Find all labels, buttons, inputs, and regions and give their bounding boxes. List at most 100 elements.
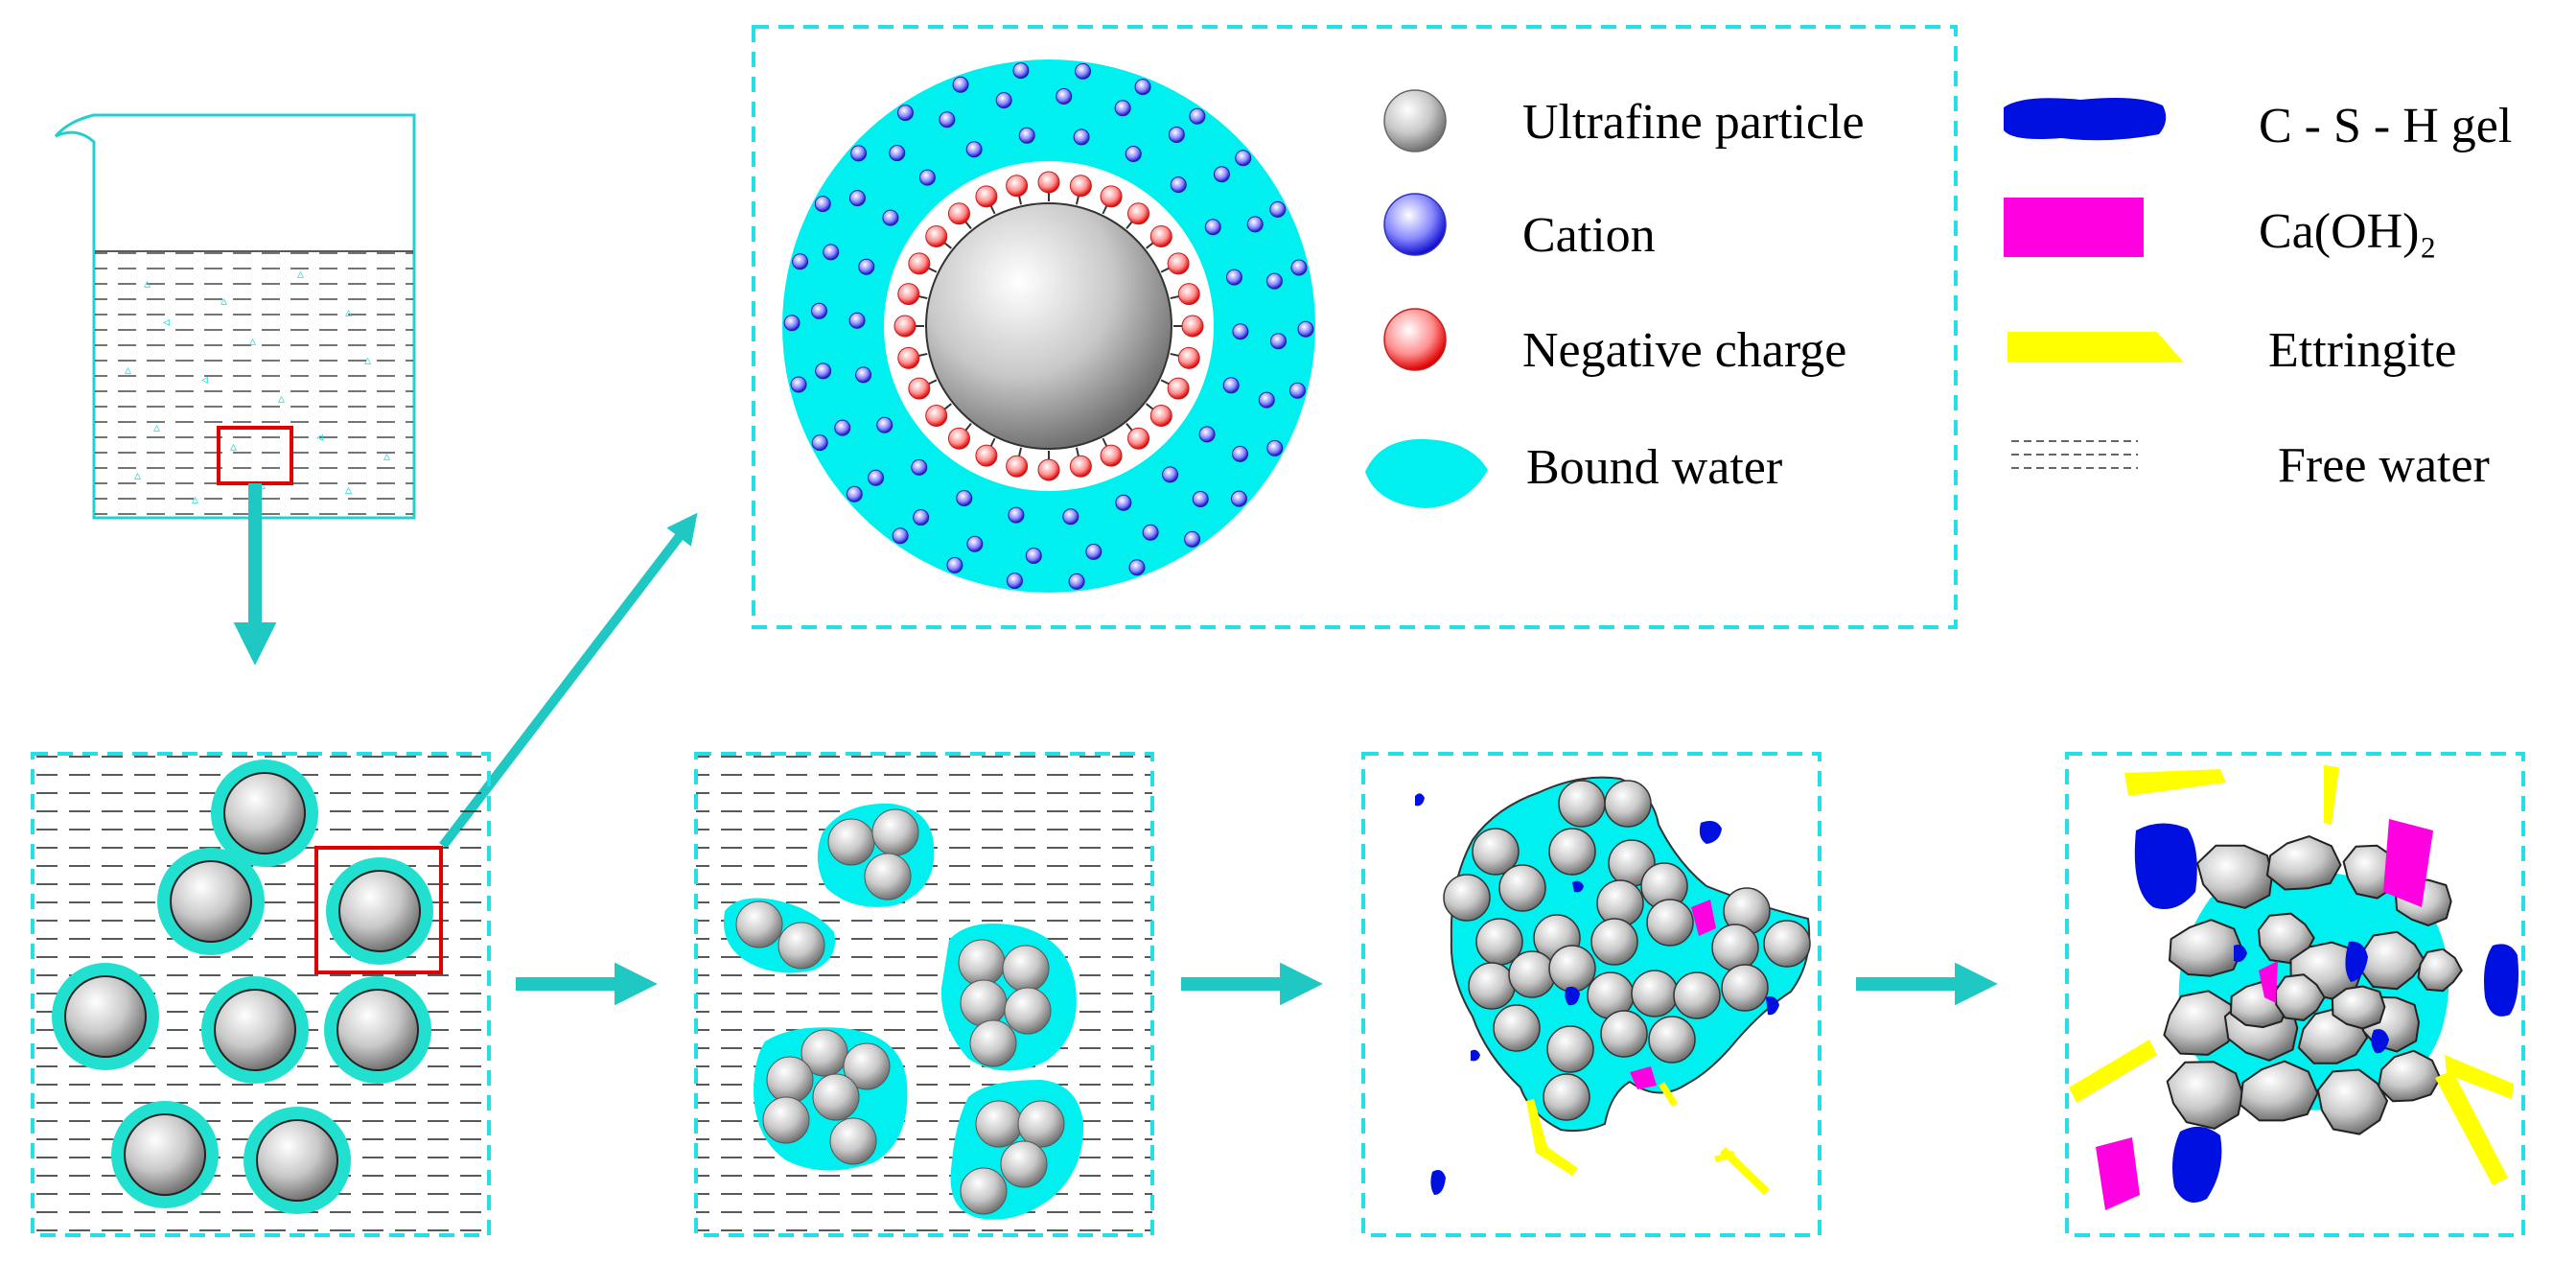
cation — [1288, 382, 1306, 399]
ultrafine-particle — [1002, 945, 1050, 993]
negative-charge — [1127, 427, 1150, 450]
ultrafine-particle — [1548, 945, 1596, 993]
cation — [858, 258, 875, 275]
negative-charge — [908, 252, 931, 275]
cation — [1162, 466, 1179, 483]
svg-text:▵: ▵ — [220, 293, 227, 309]
negative-charge — [1100, 444, 1123, 467]
cation — [1006, 573, 1023, 590]
hydrated-grain — [2163, 990, 2243, 1056]
cation — [946, 556, 963, 573]
ultrafine-particle — [812, 1073, 860, 1121]
negative-charge-ring — [893, 171, 1204, 481]
cation-layer — [783, 62, 1314, 590]
legend-cation: Cation — [1522, 208, 1656, 263]
blue-gel-icon — [2004, 98, 2167, 141]
cation — [918, 169, 936, 186]
negative-charge — [897, 346, 920, 369]
cation — [1128, 559, 1146, 576]
negative-charge — [893, 315, 917, 338]
cation — [855, 366, 872, 384]
cation — [815, 363, 832, 380]
ultrafine-particle — [1604, 780, 1652, 828]
ultrafine-particle — [1590, 918, 1638, 966]
ultrafine-particle — [1546, 1025, 1594, 1073]
hydrated-grain — [2169, 919, 2243, 977]
cation — [896, 105, 914, 122]
dashed-lines-icon — [2011, 440, 2138, 469]
stage-3-panel — [1361, 752, 1822, 1237]
negative-charge — [1177, 283, 1200, 306]
cation — [1269, 200, 1287, 218]
legend-caoh2: Ca(OH)₂ — [2259, 204, 2437, 259]
cation — [952, 76, 969, 93]
legend-right: C - S - H gel Ca(OH)₂ Ettringite Free wa… — [2004, 98, 2512, 493]
negative-charge — [1069, 455, 1092, 478]
svg-text:◃: ◃ — [316, 430, 323, 445]
beaker-free-water — [95, 251, 413, 516]
cation — [1204, 219, 1221, 236]
svg-text:▵: ▵ — [364, 353, 371, 368]
cation — [1142, 524, 1159, 541]
negative-charge — [1037, 458, 1060, 481]
svg-text:▵: ▵ — [345, 482, 352, 498]
cation — [1056, 88, 1073, 105]
svg-text:▵: ▵ — [230, 439, 237, 455]
cation — [1232, 445, 1249, 462]
ultrafine-particle — [1721, 964, 1769, 1012]
cation — [848, 312, 866, 329]
legend-free-water: Free water — [2278, 438, 2490, 493]
cation — [848, 190, 866, 207]
hydrated-grain — [2166, 1061, 2244, 1130]
ultrafine-particle — [1498, 864, 1546, 912]
negative-charge — [1037, 171, 1060, 194]
ultrafine-particle — [1631, 970, 1679, 1017]
ultrafine-particle — [1493, 1004, 1541, 1052]
ultrafine-particle — [960, 979, 1008, 1027]
cation — [846, 485, 863, 503]
negative-charge — [947, 427, 970, 450]
hydrated-grain — [2377, 1049, 2442, 1103]
ultrafine-particle — [256, 1119, 338, 1202]
blue-sphere-icon — [1383, 193, 1447, 256]
stage-2-panel — [694, 752, 1154, 1237]
ultrafine-particle — [1558, 780, 1606, 828]
cation — [1198, 426, 1216, 443]
svg-text:▵: ▵ — [144, 276, 151, 292]
negative-charge — [1069, 175, 1092, 198]
legend-ettringite: Ettringite — [2268, 323, 2456, 378]
ultrafine-particle — [1508, 950, 1556, 998]
ultrafine-particle — [829, 1117, 877, 1165]
negative-charge — [1127, 202, 1150, 225]
cation — [1068, 573, 1085, 590]
dispersed-particles — [52, 760, 433, 1214]
svg-text:▵: ▵ — [125, 363, 131, 378]
svg-text:▵: ▵ — [278, 391, 285, 407]
ultrafine-particle — [1711, 924, 1759, 971]
ultrafine-particle — [223, 772, 306, 854]
zoom-panel: Ultrafine particle Cation Negative charg… — [752, 25, 1958, 629]
cation — [1125, 146, 1142, 163]
ultrafine-particle — [64, 975, 147, 1058]
cation — [783, 315, 801, 332]
cation — [792, 253, 809, 270]
ultrafine-particle — [777, 922, 825, 970]
cation — [811, 434, 828, 452]
negative-charge — [897, 283, 920, 306]
hydrated-grain — [2331, 985, 2386, 1030]
negative-charge — [925, 405, 948, 428]
legend-csh-gel: C - S - H gel — [2259, 99, 2512, 153]
legend-left: Ultrafine particle Cation Negative charg… — [1365, 89, 1865, 508]
stage-1-highlight-box — [314, 846, 443, 974]
cation — [790, 376, 807, 393]
ultrafine-particle-core — [925, 202, 1172, 450]
cation — [1170, 176, 1187, 194]
cation — [1290, 259, 1308, 276]
svg-text:▵: ▵ — [383, 449, 390, 464]
cation — [956, 489, 973, 506]
ultrafine-particle — [843, 1042, 891, 1090]
cation — [882, 209, 899, 226]
stage-4-hydrates — [2069, 765, 2518, 1210]
legend-ultrafine-particle: Ultrafine particle — [1522, 95, 1865, 150]
